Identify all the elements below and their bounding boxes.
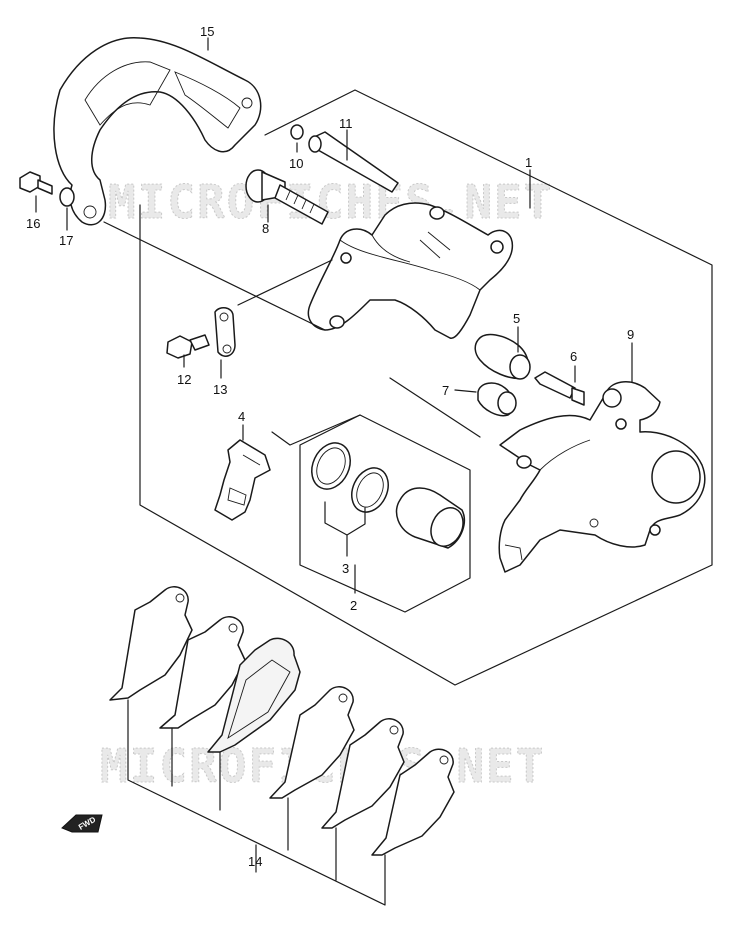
- callout-14: 14: [248, 854, 262, 869]
- brake-pads-part: [109, 586, 455, 856]
- pad-spring-part: [214, 439, 271, 521]
- callout-13: 13: [213, 382, 227, 397]
- bracket-bolt-part: [19, 171, 53, 195]
- caliper-body-part: [307, 202, 514, 339]
- piston-seal-part: [311, 442, 389, 513]
- callout-16: 16: [26, 216, 40, 231]
- callout-4: 4: [238, 409, 245, 424]
- sleeve-bolt-part: [534, 371, 585, 406]
- forward-direction-marker: FWD: [61, 814, 103, 833]
- pin-bolt-part: [245, 169, 329, 225]
- piston-part: [395, 487, 466, 549]
- pad-leader-lines: [127, 699, 386, 906]
- callout-1: 1: [525, 155, 532, 170]
- callout-5: 5: [513, 311, 520, 326]
- callout-7: 7: [442, 383, 449, 398]
- caliper-mount-part: [498, 381, 706, 573]
- caliper-bracket-part: [53, 36, 262, 226]
- assembly-boundary: [139, 89, 713, 686]
- callout-15: 15: [200, 24, 214, 39]
- callout-2: 2: [350, 598, 357, 613]
- sleeve-part: [474, 333, 531, 380]
- callout-10: 10: [289, 156, 303, 171]
- callout-11: 11: [339, 116, 353, 131]
- bleeder-screw-part: [166, 334, 210, 359]
- callout-9: 9: [627, 327, 634, 342]
- callout-8: 8: [262, 221, 269, 236]
- leader-lines: [35, 37, 633, 594]
- callout-3: 3: [342, 561, 349, 576]
- callout-17: 17: [59, 233, 73, 248]
- bleeder-cap-part: [214, 307, 236, 357]
- boot-part: [477, 382, 517, 417]
- washer-part: [59, 187, 75, 207]
- watermark-top: MICROFICHES.NET: [108, 175, 553, 229]
- pin-cap-part: [290, 124, 304, 140]
- callout-12: 12: [177, 372, 191, 387]
- slide-pin-part: [308, 131, 399, 193]
- callout-6: 6: [570, 349, 577, 364]
